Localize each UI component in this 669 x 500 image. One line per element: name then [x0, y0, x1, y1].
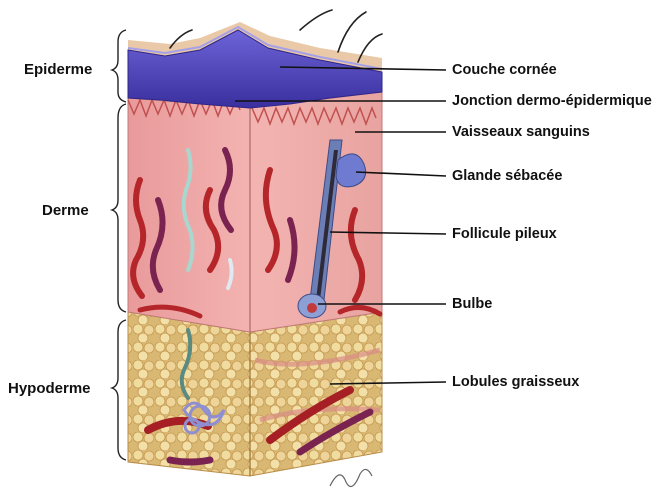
dermis-block — [128, 92, 382, 332]
label-vaisseaux: Vaisseaux sanguins — [452, 125, 590, 140]
label-couche-cornee: Couche cornée — [452, 63, 557, 78]
label-jonction: Jonction dermo-épidermique — [452, 94, 652, 109]
label-derme: Derme — [42, 203, 89, 218]
epidermis-block — [128, 22, 382, 108]
label-hypoderme: Hypoderme — [8, 381, 91, 396]
brace-hypoderme — [112, 320, 126, 460]
label-glande: Glande sébacée — [452, 169, 562, 184]
label-lobules: Lobules graisseux — [452, 375, 579, 390]
label-follicule: Follicule pileux — [452, 227, 557, 242]
brace-epiderme — [112, 30, 126, 102]
artist-signature — [330, 469, 372, 486]
label-bulbe: Bulbe — [452, 297, 492, 312]
brace-derme — [112, 104, 126, 312]
label-epiderme: Epiderme — [24, 62, 92, 77]
